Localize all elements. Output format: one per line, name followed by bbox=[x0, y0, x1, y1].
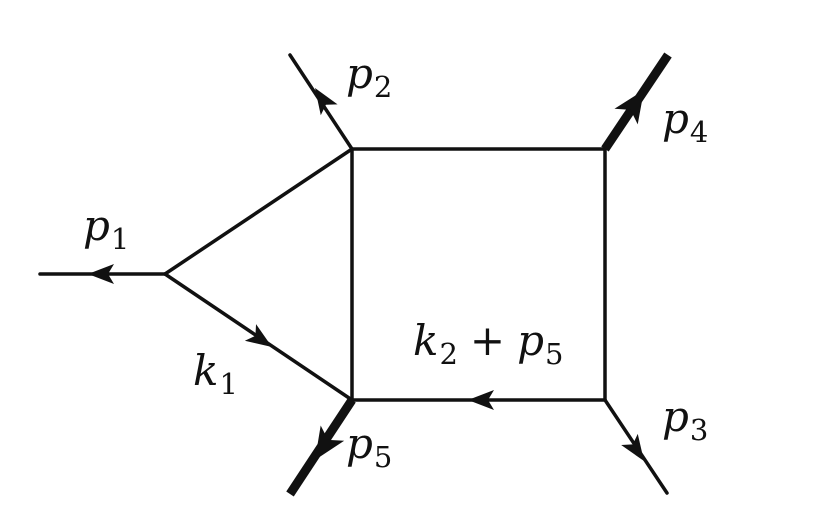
label-p4: p4 bbox=[662, 94, 708, 149]
momentum-arrows bbox=[88, 88, 644, 461]
label-p2: p2 bbox=[346, 49, 392, 104]
label-p1: p1 bbox=[83, 201, 129, 256]
arrow-head-icon bbox=[614, 90, 644, 125]
label-k1: k1 bbox=[193, 346, 238, 401]
label-p5: p5 bbox=[346, 419, 392, 474]
arrow-head-icon bbox=[88, 264, 114, 284]
label-k2-plus-p5: k2+p5 bbox=[413, 316, 563, 371]
label-p3: p3 bbox=[662, 392, 708, 447]
arrow-head-icon bbox=[244, 324, 272, 347]
arrow-head-icon bbox=[621, 433, 644, 461]
arrow-head-icon bbox=[468, 390, 494, 410]
arrow-head-icon bbox=[315, 425, 345, 460]
triangle-edge-upper bbox=[163, 147, 354, 276]
momentum-labels: p1 p2 p3 p4 p5 k1 k2+p5 bbox=[83, 49, 708, 474]
arrow-head-icon bbox=[315, 88, 338, 116]
